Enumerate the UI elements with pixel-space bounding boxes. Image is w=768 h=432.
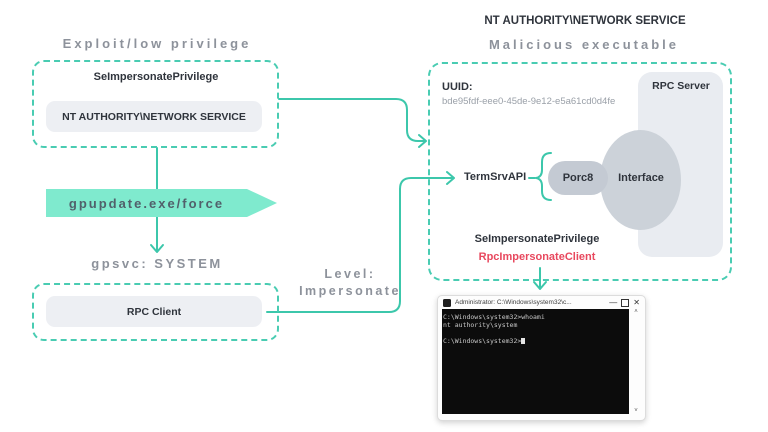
impersonation-level-label: Level: Impersonate xyxy=(299,267,401,298)
console-prompt: C:\Windows\system32> xyxy=(443,337,522,345)
rpc-impersonate-client-label: RpcImpersonateClient xyxy=(478,251,596,263)
uuid-label: UUID: xyxy=(442,81,473,93)
console-line: C:\Windows\system32>whoami xyxy=(443,313,545,321)
console-output[interactable]: C:\Windows\system32>whoami nt authority\… xyxy=(442,309,629,414)
text-cursor xyxy=(521,338,526,344)
chevron-down-icon[interactable]: ˅ xyxy=(634,408,638,414)
network-service-pill: NT AUTHORITY\NETWORK SERVICE xyxy=(46,101,262,132)
network-service-header: NT AUTHORITY\NETWORK SERVICE xyxy=(484,15,686,27)
se-impersonate-privilege-label: SeImpersonatePrivilege xyxy=(93,71,219,83)
arrow-privilege-to-terminal xyxy=(533,267,547,290)
malicious-executable-box xyxy=(428,62,732,281)
gpupdate-banner: gpupdate.exe/force xyxy=(46,189,277,217)
terminal-title: Administrator: C:\Windows\system32\c... xyxy=(455,299,572,306)
terminal-scrollbar[interactable]: ˄ ˅ xyxy=(629,309,643,414)
gpsvc-system-label: gpsvc: SYSTEM xyxy=(91,256,223,271)
uuid-value: bde95fdf-eee0-45de-9e12-e5a61cd0d4fe xyxy=(442,96,616,107)
gpupdate-command: gpupdate.exe/force xyxy=(68,195,225,211)
brace-termsrv-porc xyxy=(528,152,552,201)
maximize-icon[interactable] xyxy=(621,298,630,307)
gpsvc-box xyxy=(32,283,279,341)
malicious-executable-label: Malicious executable xyxy=(488,37,680,52)
porc8-pill: Porc8 xyxy=(548,161,608,195)
rpc-server-label: RPC Server xyxy=(652,80,710,92)
minimize-icon[interactable]: — xyxy=(609,297,618,307)
rpc-client-pill: RPC Client xyxy=(46,296,262,327)
termsrvapi-label: TermSrvAPI xyxy=(464,171,527,183)
terminal-titlebar[interactable]: Administrator: C:\Windows\system32\c... … xyxy=(438,296,645,309)
interface-label: Interface xyxy=(618,172,664,184)
porc8-label: Porc8 xyxy=(562,172,594,184)
close-icon[interactable]: ✕ xyxy=(633,297,640,307)
interface-ellipse xyxy=(600,130,681,230)
arrow-rpcclient-to-termsrv xyxy=(266,171,455,313)
low-privilege-box xyxy=(32,60,279,148)
console-line: nt authority\system xyxy=(443,321,518,329)
cmd-icon xyxy=(443,298,451,307)
arrow-exploit-to-malicious xyxy=(278,98,427,148)
terminal-window[interactable]: Administrator: C:\Windows\system32\c... … xyxy=(437,295,646,421)
se-impersonate-privilege-right-label: SeImpersonatePrivilege xyxy=(474,233,600,245)
exploit-section-label: Exploit/low privilege xyxy=(62,36,252,51)
chevron-up-icon[interactable]: ˄ xyxy=(634,309,638,315)
